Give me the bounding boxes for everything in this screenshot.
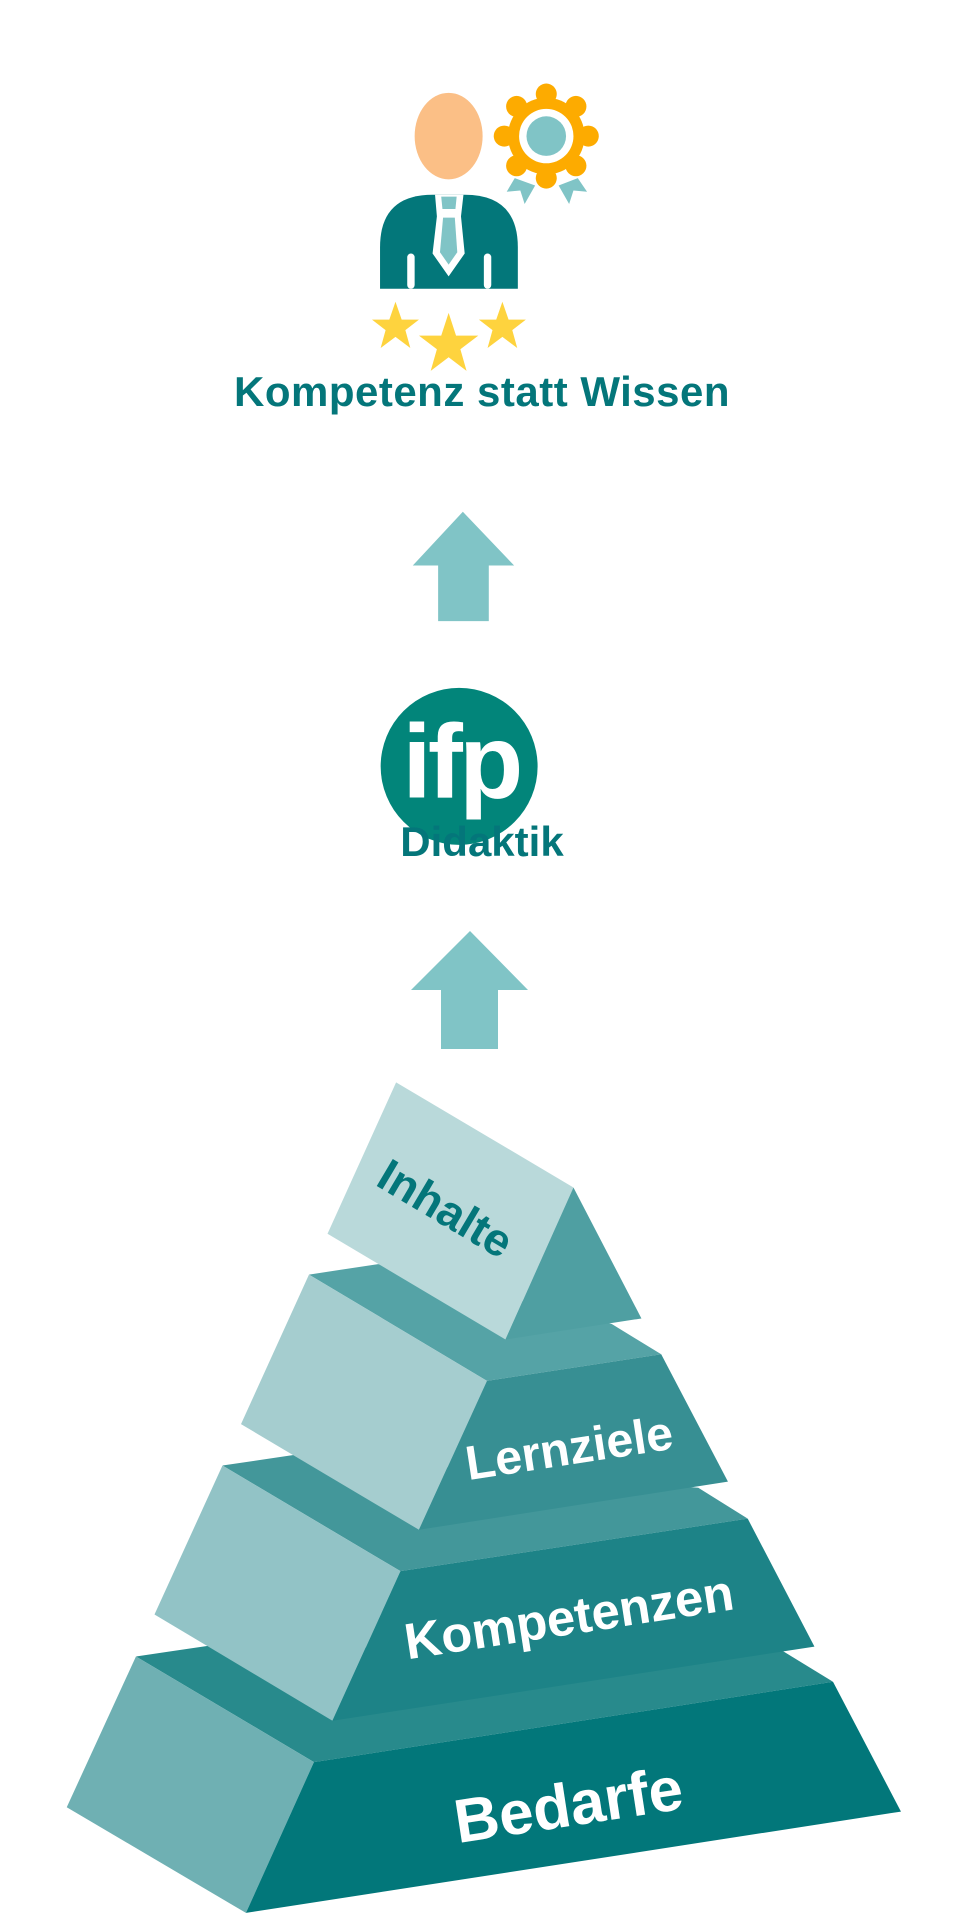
logo-text: ifp: [402, 703, 519, 820]
arrow-up-2: [411, 931, 528, 1049]
person-head: [414, 92, 483, 180]
person-icon: [380, 92, 518, 289]
rating-stars: [372, 301, 526, 371]
pyramid-level-inhalte: Inhalte: [327, 1082, 642, 1340]
arrow-up-icon: [411, 931, 528, 1049]
star-icon: [478, 301, 526, 349]
tie: [439, 217, 458, 265]
logo-caption: Didaktik: [400, 818, 564, 865]
tie-knot: [441, 196, 457, 209]
star-icon: [372, 301, 419, 349]
ifp-logo: ifp: [380, 687, 538, 845]
page-title: Kompetenz statt Wissen: [233, 368, 731, 415]
pyramid: Bedarfe Kompetenzen Lernziele Inhalte: [66, 1082, 901, 1913]
award-badge-icon: [493, 83, 599, 205]
arrow-up-icon: [412, 511, 515, 622]
top-graphics: ifp: [372, 83, 599, 845]
star-icon: [418, 312, 479, 371]
